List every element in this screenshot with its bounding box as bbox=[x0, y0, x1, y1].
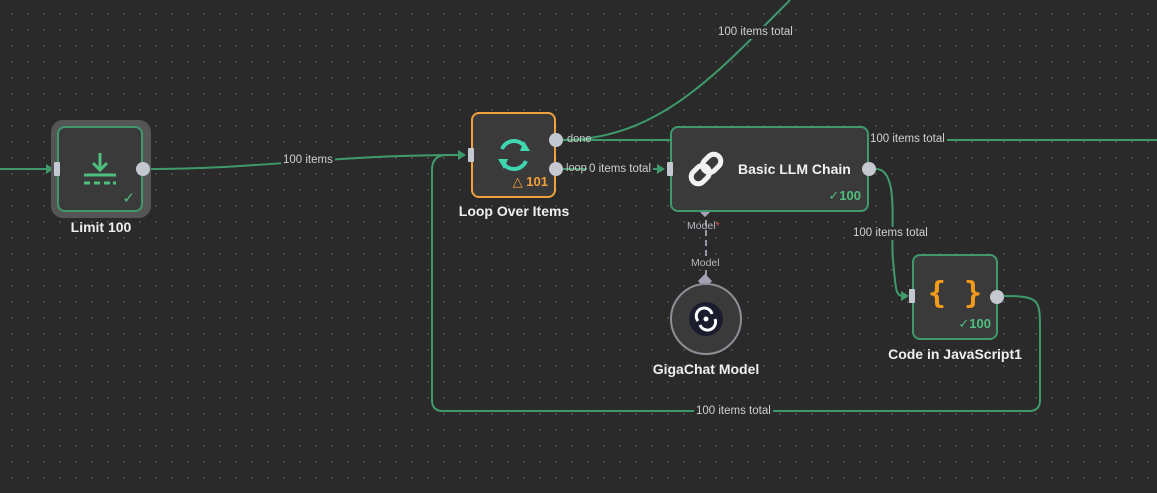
warning-triangle-icon: △ bbox=[512, 174, 523, 189]
llm-chain-node[interactable]: Basic LLM Chain ✓100 bbox=[670, 126, 869, 212]
loop-node[interactable]: △ 101 bbox=[471, 112, 556, 198]
loop-warning-count: 101 bbox=[526, 174, 548, 189]
checkmark-icon: ✓ bbox=[122, 190, 135, 207]
edge-label-code-to-loop: 100 items total bbox=[694, 405, 773, 418]
edge-label-llm-to-code: 100 items total bbox=[851, 227, 930, 240]
gigachat-model-node[interactable] bbox=[670, 283, 742, 355]
code-success-badge: ✓100 bbox=[958, 316, 991, 332]
code-node[interactable]: { } ✓100 bbox=[912, 254, 998, 340]
edge-label-done-branch: 100 items total bbox=[716, 26, 795, 39]
loop-done-label: done bbox=[567, 133, 592, 145]
checkmark-icon: ✓ bbox=[828, 188, 840, 203]
code-input-port[interactable] bbox=[909, 289, 915, 303]
edge-done-branch[interactable] bbox=[561, 0, 791, 141]
checkmark-icon: ✓ bbox=[958, 316, 970, 331]
edge-label-loop-to-llm: 0 items total bbox=[587, 163, 653, 176]
code-output-port[interactable] bbox=[990, 290, 1004, 304]
limit-node-title: Limit 100 bbox=[70, 219, 132, 235]
edge-arrow-code bbox=[901, 291, 909, 301]
llm-model-port-label: Model* bbox=[687, 220, 720, 232]
limit-node[interactable]: ✓ bbox=[57, 126, 143, 212]
gigachat-node-title: GigaChat Model bbox=[652, 361, 760, 377]
edge-label-llm-to-right: 100 items total bbox=[868, 133, 947, 146]
llm-success-count: 100 bbox=[839, 188, 861, 203]
loop-arrows-icon bbox=[498, 139, 530, 171]
code-node-title: Code in JavaScript1 bbox=[888, 346, 1022, 362]
limit-output-port[interactable] bbox=[136, 162, 150, 176]
gigachat-logo-icon bbox=[689, 302, 723, 336]
loop-node-title: Loop Over Items bbox=[458, 203, 570, 219]
llm-input-port[interactable] bbox=[667, 162, 673, 176]
edge-label-limit-to-loop: 100 items bbox=[281, 154, 335, 167]
loop-loop-port[interactable] bbox=[549, 162, 563, 176]
limit-input-port[interactable] bbox=[54, 162, 60, 176]
loop-loop-label: loop bbox=[566, 162, 587, 174]
loop-warning-badge[interactable]: △ 101 bbox=[513, 174, 548, 190]
edge-llm-to-code[interactable] bbox=[875, 168, 905, 297]
llm-chain-node-title: Basic LLM Chain bbox=[738, 161, 851, 177]
loop-input-port[interactable] bbox=[468, 148, 474, 162]
curly-braces-icon: { } bbox=[927, 276, 983, 311]
loop-done-port[interactable] bbox=[549, 133, 563, 147]
llm-output-port[interactable] bbox=[862, 162, 876, 176]
link-chain-icon bbox=[688, 151, 724, 187]
gigachat-model-port-label: Model bbox=[690, 257, 721, 269]
edge-arrow-llm bbox=[657, 164, 665, 174]
edge-arrow-loop bbox=[458, 150, 466, 160]
llm-success-badge: ✓100 bbox=[828, 188, 861, 204]
code-success-count: 100 bbox=[969, 316, 991, 331]
edge-arrow-limit bbox=[46, 164, 54, 174]
download-arrow-icon bbox=[84, 153, 116, 185]
